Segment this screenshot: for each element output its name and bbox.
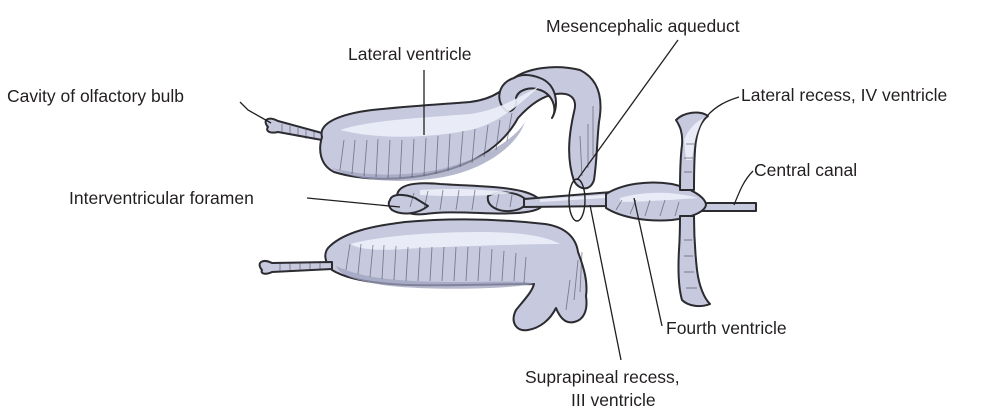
label-interventricular-foramen: Interventricular foramen xyxy=(69,188,254,208)
label-lateral-ventricle: Lateral ventricle xyxy=(348,44,472,64)
ventricle-illustration xyxy=(260,67,756,330)
label-suprapineal-recess-line2: III ventricle xyxy=(571,390,656,410)
label-fourth-ventricle: Fourth ventricle xyxy=(666,318,787,338)
leader-cavity-olfactory-bulb xyxy=(240,102,271,123)
upper-lateral-ventricle xyxy=(320,67,600,188)
leader-suprapineal-recess xyxy=(590,205,621,360)
upper-olfactory-bulb-cavity xyxy=(266,119,322,140)
leader-lateral-recess xyxy=(707,97,739,116)
label-mesencephalic-aqueduct: Mesencephalic aqueduct xyxy=(546,16,740,36)
lower-lateral-ventricle xyxy=(325,220,586,331)
label-lateral-recess: Lateral recess, IV ventricle xyxy=(741,85,947,105)
label-central-canal: Central canal xyxy=(754,160,857,180)
label-suprapineal-recess-line1: Suprapineal recess, xyxy=(525,367,680,387)
leader-interventricular-foramen xyxy=(307,198,400,207)
mesencephalic-aqueduct-tube xyxy=(524,179,612,221)
lower-olfactory-bulb-cavity xyxy=(260,261,332,274)
leader-central-canal xyxy=(734,171,753,205)
label-cavity-olfactory-bulb: Cavity of olfactory bulb xyxy=(7,86,184,106)
fourth-ventricle-shape xyxy=(606,113,756,307)
third-ventricle xyxy=(389,183,542,214)
